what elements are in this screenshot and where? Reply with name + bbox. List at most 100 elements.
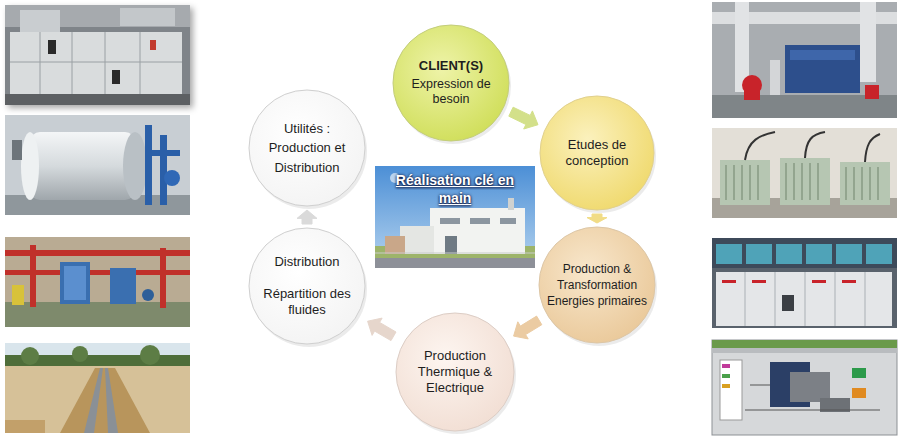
text-holder: Etudes de conception xyxy=(539,95,655,211)
photo-detail xyxy=(712,2,897,118)
text-holder: Utilités : Production et Distribution xyxy=(248,89,366,207)
photo-detail xyxy=(5,420,45,433)
photo-detail xyxy=(853,167,855,200)
cycle-arrow xyxy=(514,316,542,339)
photo-detail xyxy=(716,272,892,326)
circle-fill xyxy=(539,227,655,343)
text-holder: Production Thermique & Electrique xyxy=(395,312,515,432)
photo-detail xyxy=(5,94,190,105)
photo-detail xyxy=(508,198,514,210)
photo-detail xyxy=(5,366,190,433)
photo-detail xyxy=(400,226,434,254)
photo-detail xyxy=(160,135,167,205)
cycle-arrow xyxy=(509,107,538,129)
photo-detail xyxy=(712,340,897,435)
photo-detail xyxy=(375,258,535,268)
circle-fill xyxy=(396,313,514,431)
transformers-photo xyxy=(712,128,897,218)
photo-detail xyxy=(500,218,516,224)
cycle-circle: Production Thermique & Electrique xyxy=(395,312,515,432)
photo-detail xyxy=(142,289,154,301)
node-heading: Distribution xyxy=(262,254,352,270)
photo-detail xyxy=(745,132,880,162)
photo-detail xyxy=(60,368,150,433)
photo-detail xyxy=(12,285,24,305)
photo-detail xyxy=(105,368,118,433)
photo-detail xyxy=(140,345,160,365)
photo-detail xyxy=(712,128,897,218)
photo-detail xyxy=(790,372,830,402)
photo-detail xyxy=(140,32,141,94)
photo-detail xyxy=(746,244,772,264)
photo-detail xyxy=(72,346,88,362)
cycle-circle: DistributionRépartition des fluides xyxy=(248,227,366,345)
switchgear-photo xyxy=(712,238,897,328)
photo-detail xyxy=(852,368,866,378)
photo-detail xyxy=(840,162,890,205)
photo-detail xyxy=(21,132,39,200)
photo-detail xyxy=(84,368,103,433)
text-holder: Réalisation clé en main xyxy=(375,166,535,268)
photo-detail xyxy=(865,85,879,99)
photo-detail xyxy=(145,150,180,156)
circle-fill xyxy=(393,25,509,141)
photo-detail xyxy=(720,160,770,205)
photo-detail xyxy=(750,385,770,386)
photo-detail xyxy=(812,280,826,283)
photo-detail xyxy=(375,253,535,254)
node-label: Production Thermique & Electrique xyxy=(409,348,501,397)
photo-detail xyxy=(744,88,760,100)
photo-detail xyxy=(5,343,190,433)
photo-detail xyxy=(112,70,120,84)
photo-detail xyxy=(757,165,759,200)
photo-detail xyxy=(123,132,147,200)
photo-detail xyxy=(725,165,727,200)
cycle-arrow xyxy=(587,214,607,223)
photo-detail xyxy=(712,238,897,268)
photo-detail xyxy=(440,218,460,224)
photo-detail xyxy=(712,348,897,353)
photo-detail xyxy=(806,244,832,264)
photo-detail xyxy=(817,163,819,200)
photo-detail xyxy=(835,272,836,326)
node-label: Etudes de conception xyxy=(552,137,642,170)
text-holder: Production & Transformation Energies pri… xyxy=(538,226,656,344)
photo-detail xyxy=(860,2,876,82)
photo-detail xyxy=(60,262,90,304)
photo-detail xyxy=(745,272,865,326)
photo-detail xyxy=(110,268,136,304)
cycle-circle: Utilités : Production et Distribution xyxy=(248,89,366,207)
photo-detail xyxy=(775,272,776,326)
photo-detail xyxy=(150,40,156,50)
photo-detail xyxy=(793,163,795,200)
building-photo xyxy=(375,166,535,268)
photo-detail xyxy=(845,167,847,200)
photo-detail xyxy=(877,167,879,200)
photo-detail xyxy=(30,245,36,307)
photo-detail xyxy=(745,272,746,326)
photo-detail xyxy=(5,115,190,215)
photo-detail xyxy=(785,45,860,93)
photo-detail xyxy=(776,244,802,264)
photo-detail xyxy=(801,163,803,200)
photo-detail xyxy=(865,272,866,326)
photo-detail xyxy=(48,40,56,54)
cycle-arrow xyxy=(297,210,317,224)
photo-detail xyxy=(20,10,60,32)
photo-detail xyxy=(722,364,730,368)
circle-fill xyxy=(249,90,365,206)
circle-fill xyxy=(249,228,365,344)
photo-detail xyxy=(712,238,897,328)
photo-detail xyxy=(430,208,525,254)
photo-detail xyxy=(30,132,135,200)
photo-detail xyxy=(160,248,166,308)
photo-detail xyxy=(105,32,106,94)
photo-detail xyxy=(780,158,830,205)
node-label: Expression de besoin xyxy=(405,77,497,108)
photo-detail xyxy=(40,32,41,94)
photo-panel: Réalisation clé en main xyxy=(375,166,535,268)
photo-detail xyxy=(842,280,856,283)
photo-detail xyxy=(445,236,457,254)
photo-detail xyxy=(722,384,730,388)
